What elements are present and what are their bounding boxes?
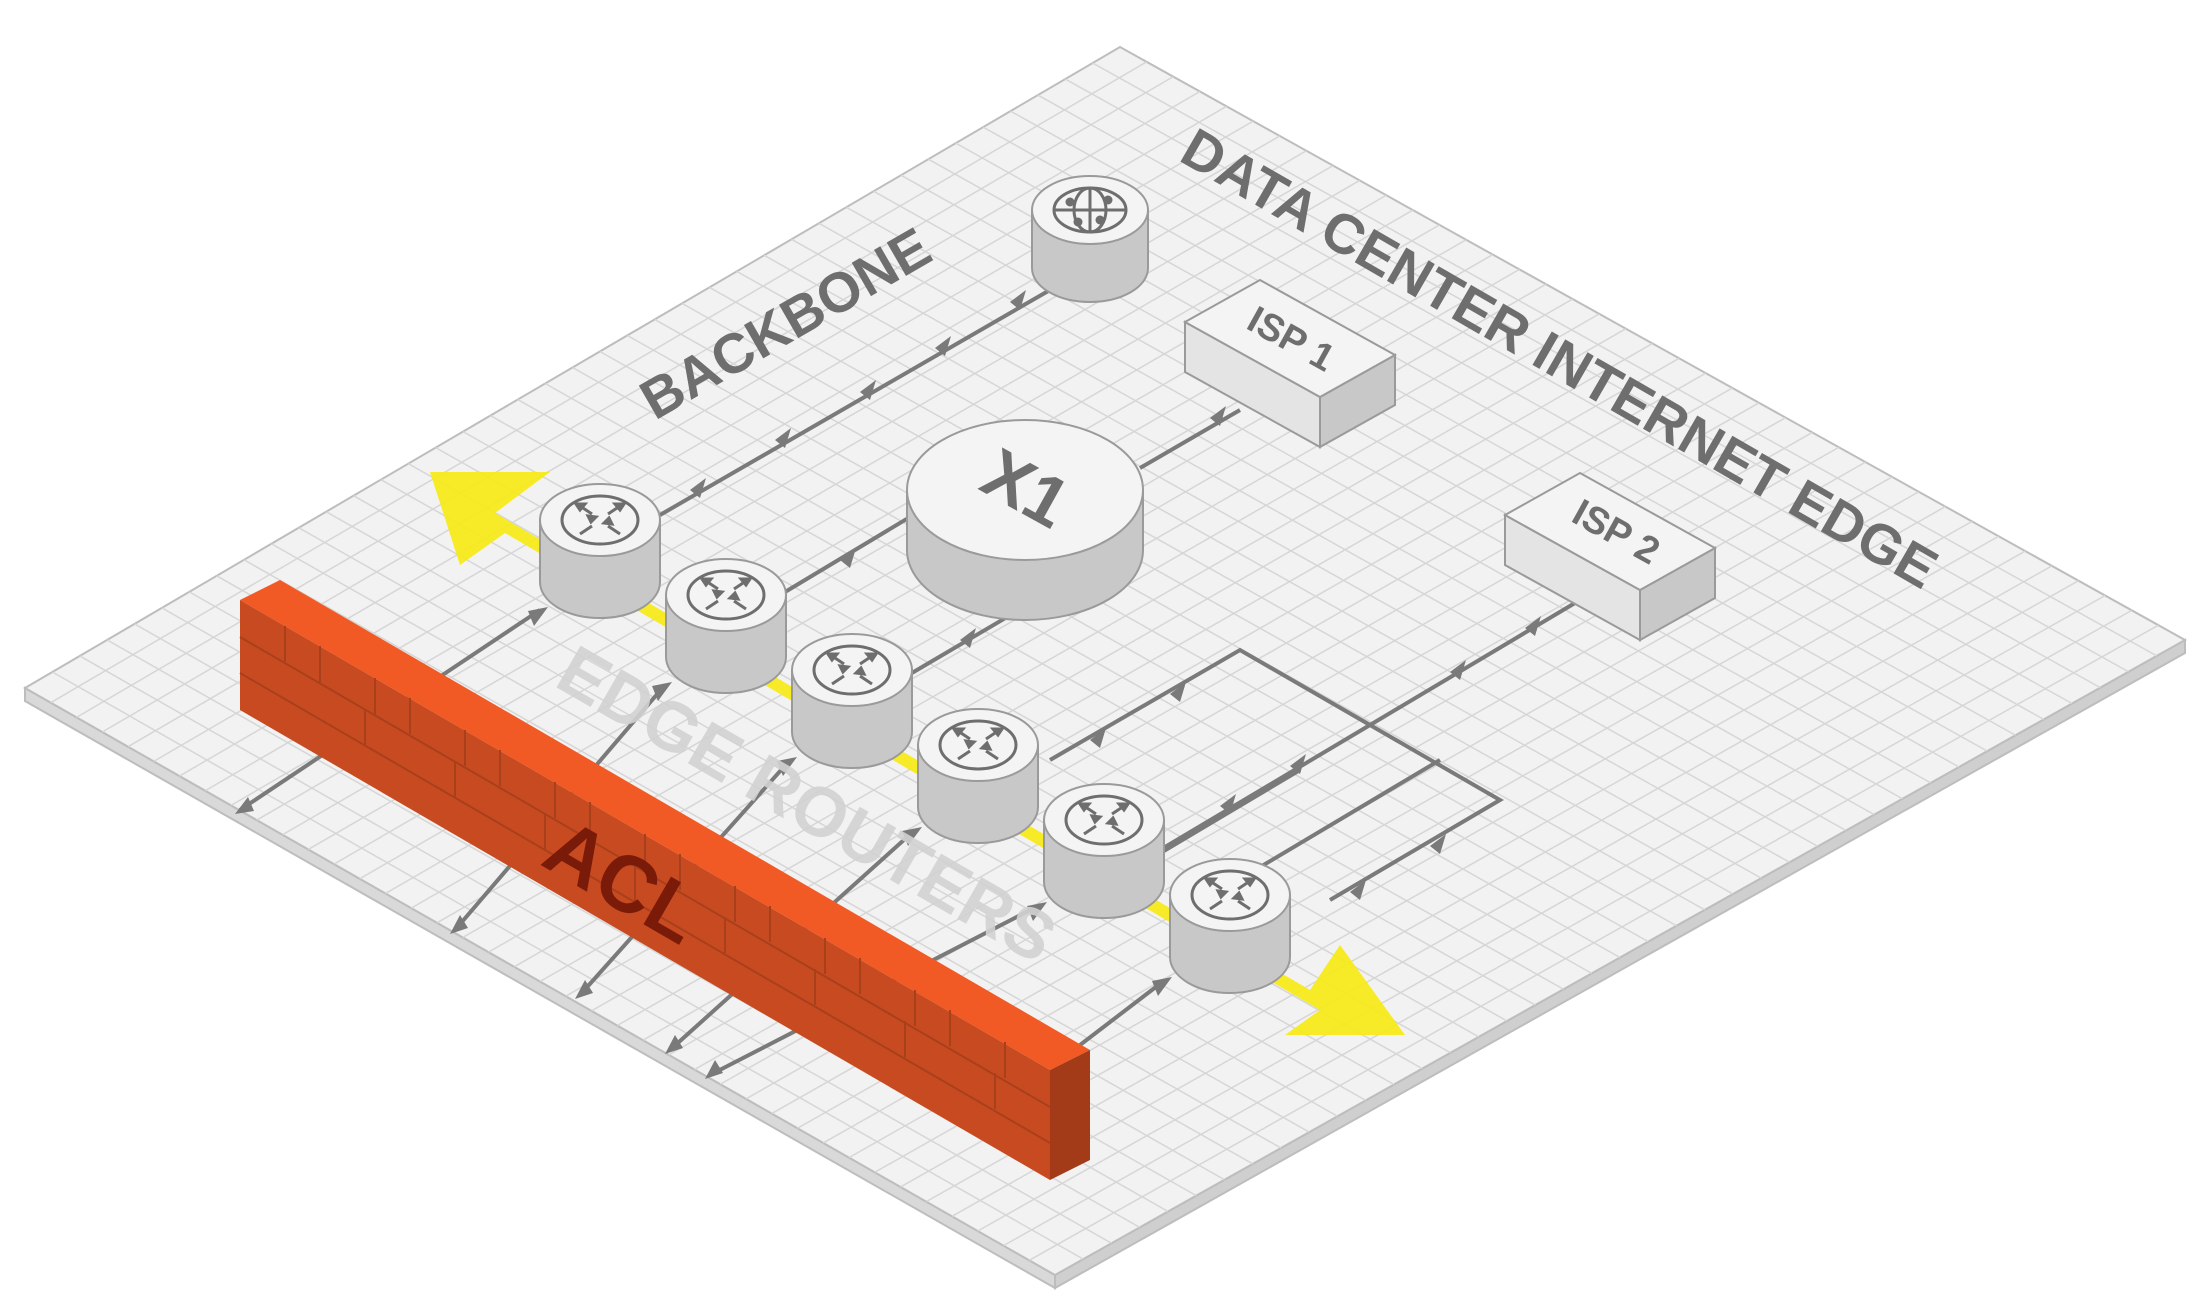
grid-line [1028,624,2159,1261]
acl-firewall: ACL [239,580,1090,1180]
grid-line [982,126,2045,721]
grid-line [925,565,2053,1203]
arrowheads [235,290,1541,1079]
backbone-router [1031,175,1149,303]
isp1-box: ISP 1 [1182,278,1398,449]
globe-network-icon [1052,186,1128,234]
grid-line [1010,110,2073,705]
grid-line [951,580,2079,1217]
isp2-box: ISP 2 [1502,471,1718,642]
edge-router-2 [664,557,788,695]
grid-line [1092,62,2158,657]
edge-router-5 [1042,782,1166,920]
edge-router-3 [790,632,914,770]
edge-router-4 [916,707,1040,845]
grid-line [977,594,2106,1232]
grid-line [1003,609,2133,1247]
edge-router-1 [538,482,662,620]
grid-line [1037,94,2101,689]
edge-router-6 [1168,857,1292,995]
x1-device: X1 [906,419,1144,621]
grid-line [1064,78,2129,673]
